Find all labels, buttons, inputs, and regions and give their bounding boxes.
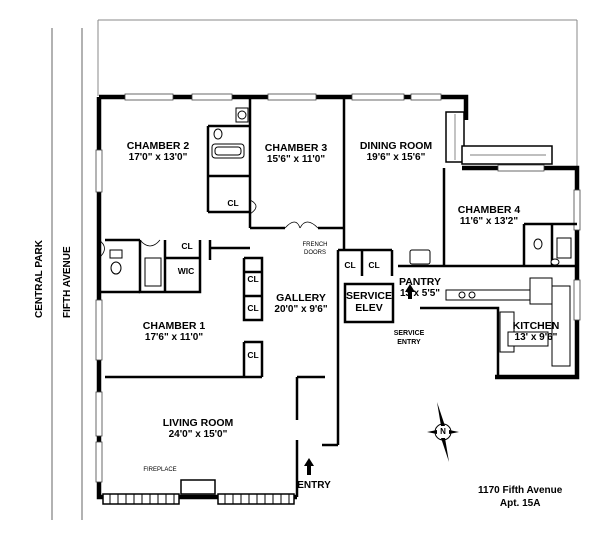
closet-label: CL — [368, 260, 380, 270]
room-dims: 11'6" x 13'2" — [459, 216, 519, 228]
address-line1: 1170 Fifth Avenue — [478, 485, 563, 496]
french-doors-line1: FRENCH — [302, 242, 328, 248]
room-living: LIVING ROOM 24'0" x 15'0" — [163, 417, 234, 441]
wic-label: WIC — [177, 266, 195, 276]
room-name: CHAMBER 3 — [264, 142, 328, 154]
room-name-line2: ELEV — [355, 302, 383, 315]
room-name-line1: SERVICE — [346, 290, 392, 302]
room-dims: 19'6" x 15'6" — [366, 152, 426, 164]
room-name: CHAMBER 2 — [126, 140, 190, 152]
room-dims: 17'0" x 13'0" — [128, 152, 188, 164]
street-curbs — [51, 28, 83, 520]
fireplace-label: FIREPLACE — [143, 467, 177, 473]
room-dims: 15'6" x 11'0" — [266, 154, 326, 166]
entry-label: ENTRY — [297, 480, 331, 491]
room-dims: 24'0" x 15'0" — [168, 429, 228, 441]
room-name: PANTRY — [399, 276, 441, 288]
room-name: CHAMBER 1 — [142, 320, 206, 332]
closet-label: CL — [247, 303, 259, 313]
windows — [95, 93, 581, 505]
room-chamber-1: CHAMBER 1 17'6" x 11'0" — [143, 320, 205, 344]
compass-north-label: N — [440, 427, 446, 436]
street-label-avenue: FIFTH AVENUE — [62, 246, 73, 318]
door-swings — [98, 199, 319, 259]
interior-walls — [99, 97, 577, 497]
room-name: CHAMBER 4 — [457, 204, 521, 216]
terrace-outline — [97, 19, 578, 168]
room-dims: 17'6" x 11'0" — [144, 332, 204, 344]
room-dims: 13'x 5'5" — [399, 288, 441, 300]
room-name: LIVING ROOM — [162, 417, 234, 429]
room-kitchen: KITCHEN 13' x 9'6" — [513, 320, 560, 344]
room-dims: 13' x 9'6" — [514, 332, 558, 344]
room-chamber-2: CHAMBER 2 17'0" x 13'0" — [127, 140, 189, 164]
address-line2: Apt. 15A — [499, 498, 541, 509]
room-chamber-3: CHAMBER 3 15'6" x 11'0" — [265, 142, 327, 166]
room-dims: 20'0" x 9'6" — [274, 304, 328, 316]
room-pantry: PANTRY 13'x 5'5" — [399, 276, 441, 300]
closet-label: CL — [344, 260, 356, 270]
room-chamber-4: CHAMBER 4 11'6" x 13'2" — [458, 204, 520, 228]
entry-arrows — [304, 284, 415, 475]
compass-icon — [427, 402, 459, 462]
fixtures — [109, 107, 572, 367]
room-service-elevator: SERVICE ELEV — [346, 290, 392, 314]
room-name: GALLERY — [276, 292, 326, 304]
room-name: KITCHEN — [512, 320, 560, 332]
address-block: 1170 Fifth Avenue Apt. 15A — [478, 484, 562, 510]
room-name: DINING ROOM — [359, 140, 433, 152]
room-gallery: GALLERY 20'0" x 9'6" — [274, 292, 327, 316]
room-dining: DINING ROOM 19'6" x 15'6" — [360, 140, 432, 164]
closet-label: CL — [247, 274, 259, 284]
service-entry-line2: ENTRY — [397, 338, 421, 346]
street-label-park: CENTRAL PARK — [34, 240, 45, 318]
closet-label: CL — [227, 198, 239, 208]
service-entry-line1: SERVICE — [393, 330, 425, 337]
closet-label: CL — [181, 241, 193, 251]
french-doors-label: FRENCH DOORS — [303, 242, 328, 257]
closet-label: CL — [247, 350, 259, 360]
service-entry-label: SERVICE ENTRY — [394, 330, 425, 348]
french-doors-line2: DOORS — [303, 249, 326, 256]
